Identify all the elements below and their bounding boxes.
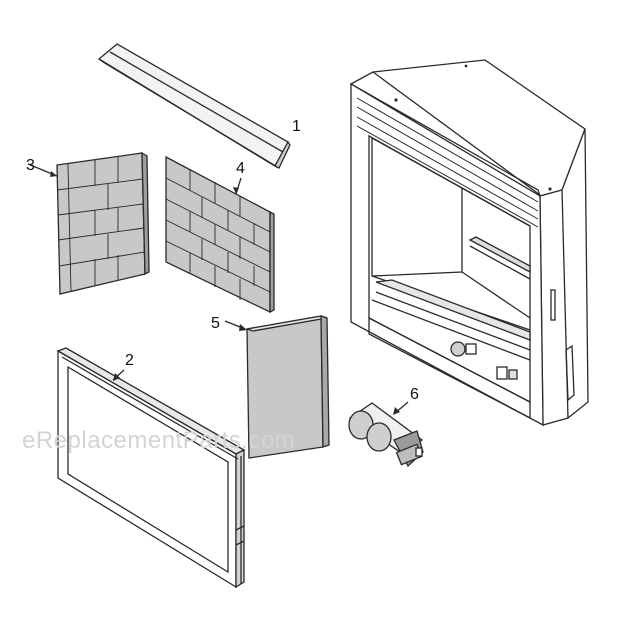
part-3-left-brick-panel — [27, 151, 150, 295]
part-6-burner-element — [348, 401, 424, 468]
callout-3: 3 — [26, 157, 35, 174]
part-1-top-trim — [97, 43, 291, 169]
part-5-side-panel — [224, 315, 330, 459]
callout-2: 2 — [125, 352, 134, 369]
part-4-back-brick-panel — [165, 155, 275, 314]
firebox-housing — [349, 59, 589, 427]
watermark: eReplacementParts.com — [22, 427, 295, 454]
part-2-front-frame — [56, 347, 246, 589]
callout-6: 6 — [410, 386, 419, 403]
callout-4: 4 — [236, 160, 245, 177]
callout-1: 1 — [292, 118, 301, 135]
callout-5: 5 — [211, 315, 220, 332]
